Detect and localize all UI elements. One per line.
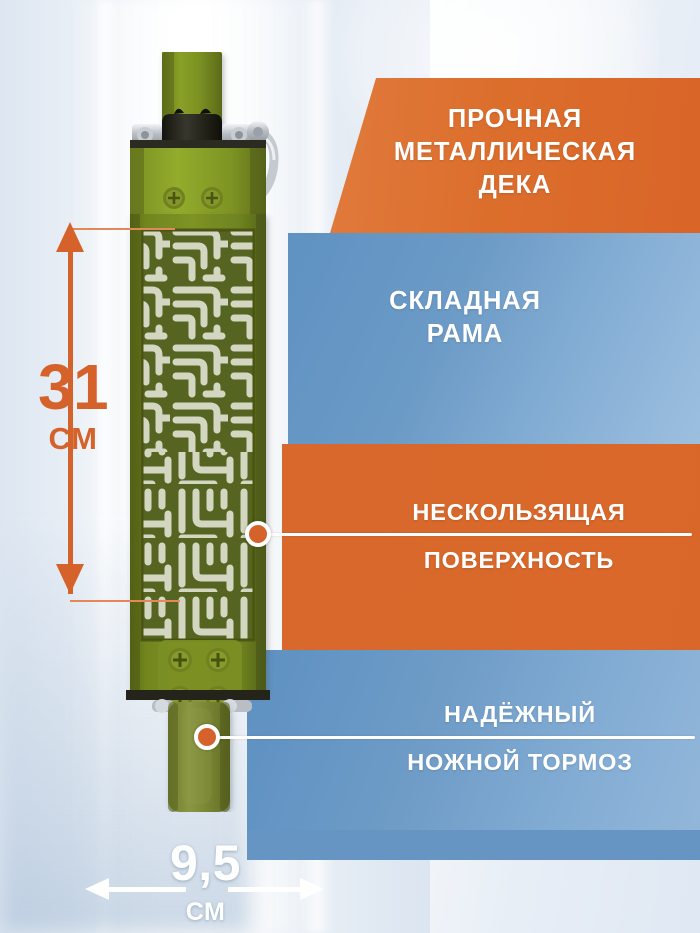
feature-label-deck: ПРОЧНАЯ МЕТАЛЛИЧЕСКАЯ ДЕКА — [393, 105, 637, 200]
feature-band-frame: СКЛАДНАЯ РАМА — [288, 233, 700, 444]
feature-label-grip: НЕСКОЛЬЗЯЩАЯ ПОВЕРХНОСТЬ — [412, 499, 626, 574]
callout-leader-grip — [262, 533, 692, 536]
arrow-right-icon — [300, 878, 324, 900]
height-dimension-text: 31 СМ — [18, 351, 128, 456]
width-value: 9,5 — [169, 835, 241, 891]
dimension-tick-top — [70, 228, 175, 230]
width-unit: СМ — [185, 898, 226, 926]
feature-band-grip: НЕСКОЛЬЗЯЩАЯ ПОВЕРХНОСТЬ — [282, 444, 700, 650]
width-band-notch — [247, 830, 700, 860]
callout-leader-brake — [215, 736, 695, 739]
height-unit: СМ — [48, 420, 98, 456]
dimension-tick-bottom — [70, 600, 180, 602]
feature-band-deck: ПРОЧНАЯ МЕТАЛЛИЧЕСКАЯ ДЕКА — [330, 78, 700, 233]
dimension-line-vertical — [68, 236, 73, 594]
feature-label-frame: СКЛАДНАЯ РАМА — [389, 287, 541, 349]
callout-dot-brake[interactable] — [194, 724, 220, 750]
height-dimension — [44, 222, 164, 608]
feature-band-brake: НАДЁЖНЫЙ НОЖНОЙ ТОРМОЗ — [247, 650, 700, 858]
height-value: 31 — [38, 351, 109, 423]
callout-dot-grip[interactable] — [245, 521, 271, 547]
arrow-down-icon — [56, 564, 84, 594]
arrow-left-icon — [85, 878, 109, 900]
feature-label-brake: НАДЁЖНЫЙ НОЖНОЙ ТОРМОЗ — [407, 701, 633, 776]
dimension-line-left — [106, 887, 186, 892]
scooter-product-image — [112, 52, 302, 812]
width-dimension: 9,5 СМ — [85, 835, 324, 933]
dimension-line-right — [228, 887, 306, 892]
